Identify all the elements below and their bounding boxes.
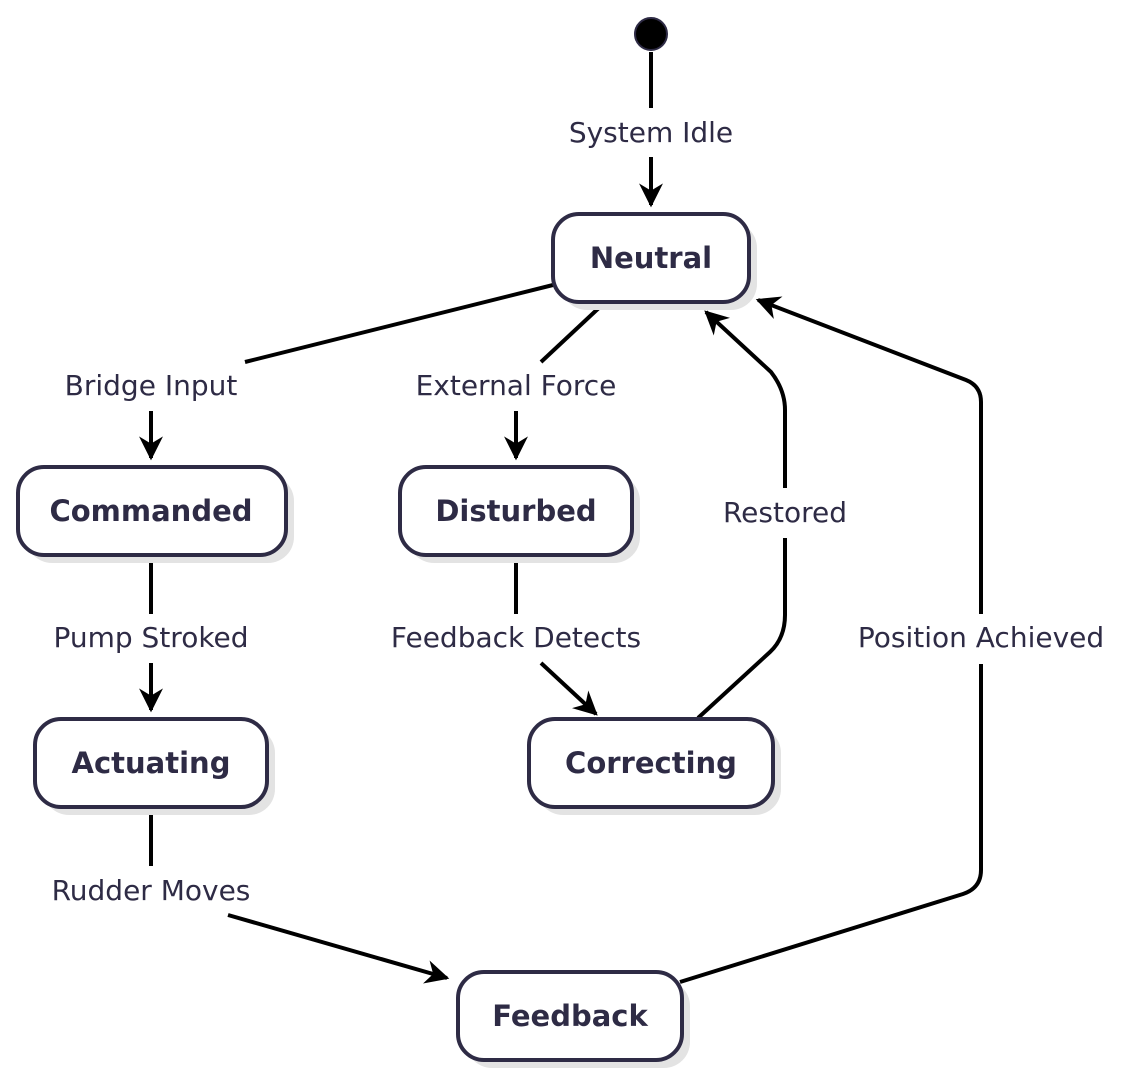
transition-system-idle: System Idle <box>569 52 733 208</box>
state-disturbed: Disturbed <box>398 465 640 563</box>
node-box <box>551 212 751 304</box>
state-label-disturbed: Disturbed <box>435 494 596 528</box>
edge-line <box>244 283 554 364</box>
state-label-correcting: Correcting <box>565 746 737 780</box>
edge-label-restored: Restored <box>723 496 847 529</box>
transition-position-achieved: Position Achieved <box>679 296 1104 984</box>
edge-label-system-idle: System Idle <box>569 116 733 149</box>
state-label-feedback: Feedback <box>492 999 648 1033</box>
edge-line <box>696 538 787 720</box>
state-neutral: Neutral <box>551 212 757 310</box>
edge-label-position-achieved: Position Achieved <box>858 621 1104 654</box>
edge-label-rudder-moves: Rudder Moves <box>52 874 251 907</box>
state-actuating: Actuating <box>33 717 275 815</box>
edge-label-feedback-detects: Feedback Detects <box>391 621 641 654</box>
edge-line <box>227 913 450 984</box>
node-box <box>398 465 634 557</box>
transition-feedback-detects: Feedback Detects <box>391 558 641 716</box>
state-feedback: Feedback <box>456 970 690 1068</box>
state-label-neutral: Neutral <box>590 241 712 275</box>
edge-line <box>539 661 598 716</box>
state-correcting: Correcting <box>527 717 781 815</box>
edge-line <box>539 303 604 364</box>
edge-line <box>679 664 983 984</box>
state-commanded: Commanded <box>16 465 294 563</box>
transition-restored: Restored <box>696 310 847 720</box>
edge-label-pump-stroked: Pump Stroked <box>53 621 248 654</box>
initial-state-dot <box>634 17 668 51</box>
node-box <box>16 465 288 557</box>
transition-bridge-input: Bridge Input <box>65 283 554 461</box>
transition-external-force: External Force <box>416 303 617 461</box>
edge-line <box>704 310 787 488</box>
transition-pump-stroked: Pump Stroked <box>53 558 249 713</box>
transition-rudder-moves: Rudder Moves <box>52 810 450 984</box>
state-label-commanded: Commanded <box>49 494 252 528</box>
node-box <box>456 970 684 1062</box>
edge-label-external-force: External Force <box>416 369 617 402</box>
state-label-actuating: Actuating <box>72 746 231 780</box>
node-box <box>527 717 775 809</box>
node-box <box>33 717 269 809</box>
edge-line <box>755 296 983 614</box>
edge-label-bridge-input: Bridge Input <box>65 369 238 402</box>
